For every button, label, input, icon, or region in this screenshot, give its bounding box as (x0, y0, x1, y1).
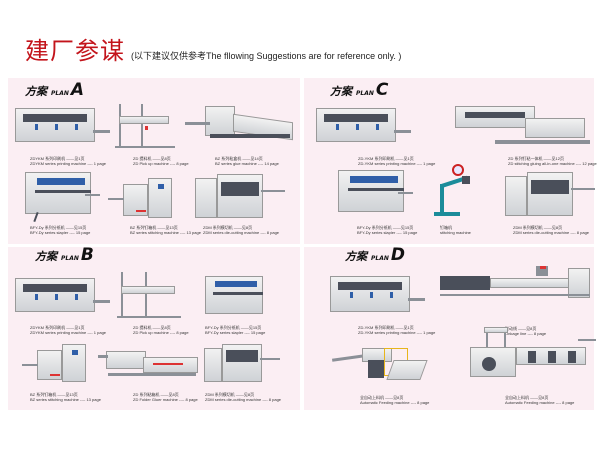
slitter-machine-icon (205, 276, 270, 320)
folder-gluer-machine-icon (98, 345, 200, 387)
die-cutting-machine-icon (505, 170, 595, 220)
plan-cn: 方案 (25, 85, 47, 98)
pick-up-machine-icon (117, 272, 185, 320)
plan-label: PLAN (51, 90, 69, 97)
page-title: 建厂参谋 (25, 37, 125, 65)
plan-label: PLAN (356, 90, 374, 97)
linkage-line-icon (440, 264, 592, 312)
plan-label: PLAN (371, 255, 389, 262)
printing-machine-icon (316, 102, 411, 150)
plan-letter: A (70, 80, 85, 100)
die-cutting-machine-icon (204, 342, 280, 386)
printing-machine-icon (330, 270, 425, 320)
automatic-feeding-machine-icon (331, 340, 428, 388)
printing-machine-icon (15, 102, 110, 150)
pick-up-machine-icon (115, 104, 180, 150)
stitching-machine-icon (22, 342, 90, 386)
page-subtitle: (以下建议仅供参考The fllowing Suggestions are fo… (131, 51, 402, 61)
page-header: 建厂参谋 (以下建议仅供参考The fllowing Suggestions a… (25, 31, 401, 66)
plan-cn: 方案 (345, 250, 367, 263)
stitching-gluing-machine-icon (455, 102, 590, 150)
plan-letter: D (390, 245, 406, 265)
glue-machine-icon (185, 100, 297, 152)
plan-cn: 方案 (330, 85, 352, 98)
plan-label: PLAN (61, 255, 79, 262)
stitching-machine-icon (108, 174, 176, 222)
printing-machine-icon (15, 272, 110, 320)
plan-b-panel (8, 247, 300, 410)
strapping-line-icon (468, 325, 596, 387)
slitter-machine-icon (338, 170, 413, 220)
manual-stitching-machine-icon (430, 162, 475, 220)
plan-letter: B (80, 245, 94, 265)
die-cutting-machine-icon (195, 172, 285, 222)
slitter-machine-icon (25, 172, 100, 223)
plan-letter: C (375, 80, 389, 100)
plan-c-panel (304, 78, 594, 244)
plan-cn: 方案 (35, 250, 57, 263)
